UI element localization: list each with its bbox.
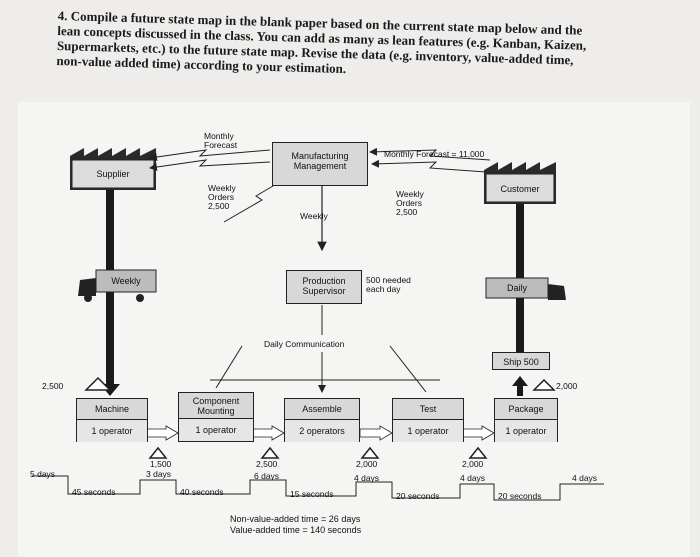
inventory-supplier-label: 2,500 <box>42 381 64 391</box>
customer-label: Customer <box>500 184 540 194</box>
timeline-days: 4 days <box>354 473 380 483</box>
process-operators: 1 operator <box>495 420 557 442</box>
label-line: Orders <box>396 198 422 208</box>
process-name: Machine <box>77 399 147 420</box>
process-name: Component Mounting <box>179 393 253 419</box>
process-name: Test <box>393 399 463 420</box>
process-name: Package <box>495 399 557 420</box>
label-line: Weekly <box>396 189 424 199</box>
process-operators: 2 operators <box>285 420 359 442</box>
timeline-days: 4 days <box>572 473 598 483</box>
timeline-days: 3 days <box>146 469 172 479</box>
truck-daily-label: Daily <box>506 283 527 293</box>
process-operators: 1 operator <box>393 420 463 442</box>
process-operators: 1 operator <box>77 420 147 442</box>
label-line: each day <box>366 284 401 294</box>
timeline-days: 5 days <box>30 469 56 479</box>
label-line: Forecast <box>204 140 238 150</box>
process-component-mounting: Component Mounting 1 operator <box>178 392 254 442</box>
process-name: Assemble <box>285 399 359 420</box>
label-line: 2,500 <box>208 201 230 211</box>
process-machine: Machine 1 operator <box>76 398 148 442</box>
manufacturing-management-box: Manufacturing Management <box>272 142 368 186</box>
timeline-days: 6 days <box>254 471 280 481</box>
summary-line: Non-value-added time = 26 days <box>230 514 361 524</box>
label-line: 500 needed <box>366 275 411 285</box>
timeline-seconds: 40 seconds <box>180 487 224 497</box>
ship-box: Ship 500 <box>492 352 550 370</box>
mgmt-line: Manufacturing <box>291 151 349 161</box>
label-line: 2,500 <box>396 207 418 217</box>
process-test: Test 1 operator <box>392 398 464 442</box>
timeline-days: 4 days <box>460 473 486 483</box>
timeline-seconds: 45 seconds <box>72 487 116 497</box>
timeline-seconds: 20 seconds <box>498 491 542 501</box>
monthly-forecast-label: Monthly Forecast <box>204 132 237 150</box>
timeline-seconds: 15 seconds <box>290 489 334 499</box>
timeline-seconds: 20 seconds <box>396 491 440 501</box>
production-supervisor-box: Production Supervisor <box>286 270 362 304</box>
label-line: Monthly <box>204 131 234 141</box>
wip-label: 2,000 <box>356 459 378 469</box>
monthly-forecast-right-label: Monthly Forecast = 11,000 <box>384 149 485 159</box>
process-assemble: Assemble 2 operators <box>284 398 360 442</box>
weekly-schedule-label: Weekly <box>300 211 328 221</box>
inventory-customer-label: 2,000 <box>556 381 578 391</box>
weekly-orders-left-label: Weekly Orders 2,500 <box>208 184 236 211</box>
supplier-label: Supplier <box>96 169 130 179</box>
process-package: Package 1 operator <box>494 398 558 442</box>
truck-weekly-label: Weekly <box>111 276 141 286</box>
wip-label: 1,500 <box>150 459 172 469</box>
wip-label: 2,500 <box>256 459 278 469</box>
daily-communication-label: Daily Communication <box>264 339 345 349</box>
daily-need-label: 500 needed each day <box>366 276 411 294</box>
label-line: Weekly <box>208 183 236 193</box>
process-operators: 1 operator <box>179 419 253 441</box>
mgmt-line: Management <box>293 161 347 171</box>
wip-label: 2,000 <box>462 459 484 469</box>
label-line: Orders <box>208 192 234 202</box>
summary-line: Value-added time = 140 seconds <box>230 525 362 535</box>
summary: Non-value-added time = 26 days Value-add… <box>230 514 361 536</box>
supervisor-line: Production <box>302 276 346 286</box>
weekly-orders-right-label: Weekly Orders 2,500 <box>396 190 424 217</box>
supervisor-line: Supervisor <box>302 286 346 296</box>
